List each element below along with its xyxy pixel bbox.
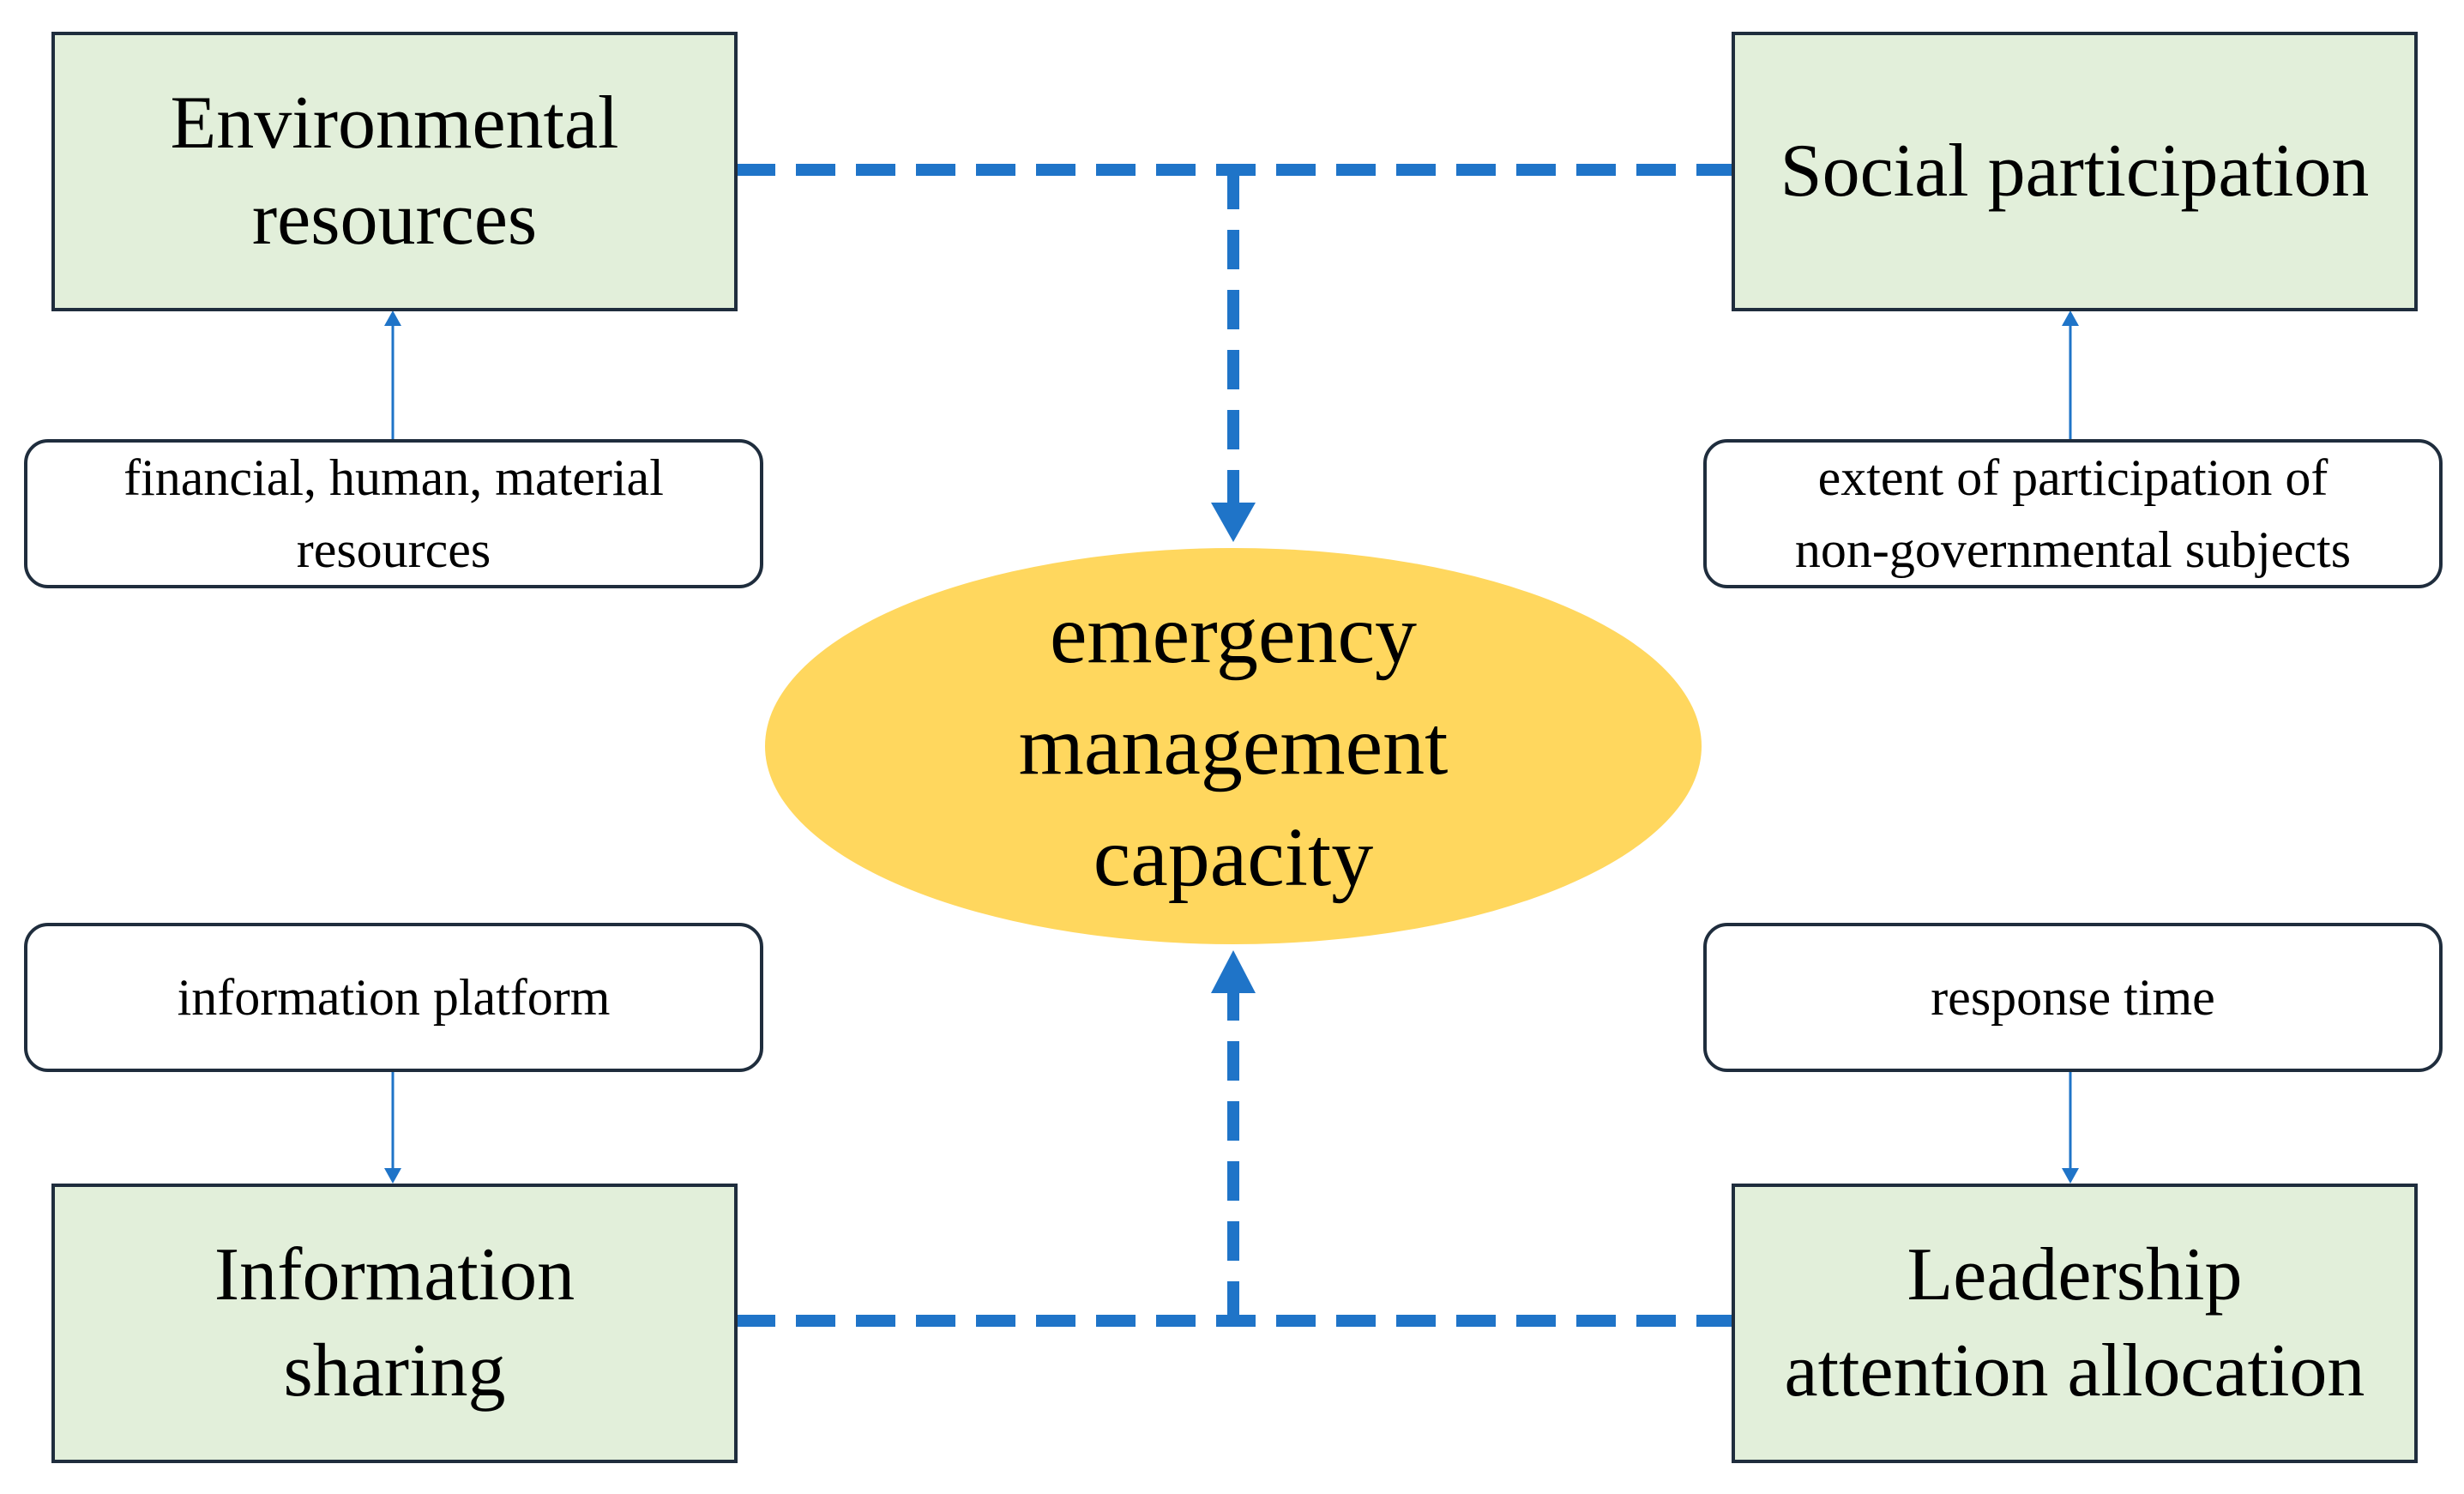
indicator-response-time: response time	[1703, 923, 2443, 1072]
arrow-head-leadership	[2062, 1168, 2079, 1184]
factor-leadership-label: Leadership attention allocation	[1784, 1233, 2365, 1413]
factor-environmental-resources: Environmental resources	[51, 32, 738, 311]
arrow-head-env	[384, 310, 401, 326]
indicator-extent-of-participation: extent of participation of non-governmen…	[1703, 439, 2443, 588]
factor-social-participation: Social participation	[1732, 32, 2418, 311]
indicator-financial-human-material: financial, human, material resources	[24, 439, 763, 588]
center-node-label: emergency management capacity	[1018, 588, 1449, 904]
arrow-head-info	[384, 1168, 401, 1184]
factor-social-label: Social participation	[1780, 130, 2370, 213]
indicator-social-label: extent of participation of non-governmen…	[1794, 449, 2352, 578]
emergency-management-capacity-node: emergency management capacity	[765, 548, 1702, 944]
indicator-leadership-label: response time	[1931, 969, 2215, 1026]
up-arrow-head	[1211, 950, 1256, 993]
factor-environmental-label: Environmental resources	[170, 81, 619, 261]
factor-information-sharing: Information sharing	[51, 1184, 738, 1463]
indicator-environmental-label: financial, human, material resources	[124, 449, 664, 578]
down-arrow-head	[1211, 503, 1256, 542]
arrow-head-social	[2062, 310, 2079, 326]
factor-information-label: Information sharing	[214, 1233, 575, 1413]
factor-leadership-attention-allocation: Leadership attention allocation	[1732, 1184, 2418, 1463]
indicator-information-label: information platform	[177, 969, 611, 1026]
indicator-information-platform: information platform	[24, 923, 763, 1072]
